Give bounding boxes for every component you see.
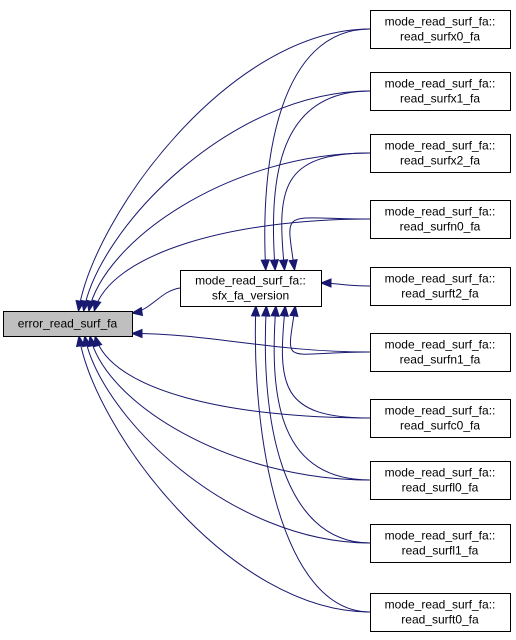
node-read-surfl0-fa-label-line-1: mode_read_surf_fa:: <box>385 466 496 480</box>
edge-n1-to-ver <box>289 305 371 355</box>
edge-t2-to-ver-arrowhead <box>319 278 332 288</box>
edge-ver-to-root-arrowhead <box>130 306 144 317</box>
edge-c0-to-root <box>94 335 371 419</box>
edge-c0-to-ver-arrowhead <box>279 304 289 317</box>
node-read-surfc0-fa-label-line-2: read_surfc0_fa <box>400 419 480 433</box>
node-read-surfl1-fa-box <box>370 524 511 563</box>
node-read-surfl1-fa-label-line-1: mode_read_surf_fa:: <box>385 529 496 543</box>
node-sfx-fa-version[interactable]: mode_read_surf_fa::sfx_fa_version <box>180 270 322 307</box>
node-read-surfx0-fa-box <box>370 10 511 49</box>
edge-n0-to-root <box>93 218 371 312</box>
edge-l1-to-ver-arrowhead <box>261 304 271 317</box>
node-read-surfx1-fa[interactable]: mode_read_surf_fa::read_surfx1_fa <box>370 72 511 111</box>
node-read-surfn1-fa-label-line-1: mode_read_surf_fa:: <box>385 338 496 352</box>
edge-t0-to-root <box>78 335 371 613</box>
node-read-surfn1-fa-box <box>370 333 511 372</box>
node-read-surfx1-fa-box <box>370 72 511 111</box>
node-read-surfx1-fa-label-line-1: mode_read_surf_fa:: <box>385 77 496 91</box>
edge-n0-to-root-arrowhead <box>92 299 102 313</box>
edge-n0-to-ver <box>289 217 371 271</box>
node-read-surft0-fa-box <box>370 593 511 632</box>
node-read-surfn0-fa-label-line-2: read_surfn0_fa <box>400 220 481 234</box>
node-read-surfx2-fa[interactable]: mode_read_surf_fa::read_surfx2_fa <box>370 134 511 173</box>
edge-l1-to-root-arrowhead <box>81 334 92 348</box>
edge-l1-to-root <box>84 335 371 544</box>
node-read-surfn0-fa-label-line-1: mode_read_surf_fa:: <box>385 205 496 219</box>
node-read-surft2-fa-label-line-2: read_surft2_fa <box>401 287 479 301</box>
node-sfx-fa-version-label-line-2: sfx_fa_version <box>212 289 289 303</box>
node-sfx-fa-version-label-line-1: mode_read_surf_fa:: <box>195 274 306 288</box>
edge-x0-to-ver <box>264 28 371 271</box>
edge-l0-to-ver-arrowhead <box>270 304 280 317</box>
node-read-surfn1-fa-label-line-2: read_surfn1_fa <box>400 353 481 367</box>
edge-l0-to-ver <box>273 305 371 481</box>
edge-x2-to-root <box>88 152 371 312</box>
edge-n1-to-root-arrowhead <box>130 328 143 339</box>
node-read-surfl0-fa[interactable]: mode_read_surf_fa::read_surfl0_fa <box>370 461 511 500</box>
node-read-surfx0-fa[interactable]: mode_read_surf_fa::read_surfx0_fa <box>370 10 511 49</box>
node-read-surft0-fa-label-line-2: read_surft0_fa <box>401 613 479 627</box>
node-read-surfn0-fa[interactable]: mode_read_surf_fa::read_surfn0_fa <box>370 200 511 239</box>
node-read-surfn0-fa-box <box>370 200 511 239</box>
edge-c0-to-ver <box>281 305 371 419</box>
node-read-surfc0-fa-label-line-1: mode_read_surf_fa:: <box>385 404 496 418</box>
node-read-surft0-fa-label-line-1: mode_read_surf_fa:: <box>385 598 496 612</box>
node-read-surfl0-fa-box <box>370 461 511 500</box>
edge-l1-to-ver <box>264 305 371 544</box>
node-read-surfx2-fa-box <box>370 134 511 173</box>
edge-x1-to-root <box>83 90 371 312</box>
node-read-surfx2-fa-label-line-1: mode_read_surf_fa:: <box>385 139 496 153</box>
node-read-surfc0-fa-box <box>370 399 511 438</box>
edges-layer <box>75 28 371 613</box>
nodes-layer: error_read_surf_famode_read_surf_fa::sfx… <box>3 10 511 632</box>
edge-x1-to-ver-arrowhead <box>269 259 280 272</box>
node-error-read-surf-fa-label-line-1: error_read_surf_fa <box>18 317 118 331</box>
node-error-read-surf-fa: error_read_surf_fa <box>3 311 133 337</box>
edge-x0-to-ver-arrowhead <box>260 259 270 272</box>
node-read-surfx1-fa-label-line-2: read_surfx1_fa <box>400 92 480 106</box>
node-read-surft0-fa[interactable]: mode_read_surf_fa::read_surft0_fa <box>370 593 511 632</box>
node-read-surft2-fa-label-line-1: mode_read_surf_fa:: <box>385 272 496 286</box>
node-sfx-fa-version-box <box>180 270 322 307</box>
edge-t0-to-root-arrowhead <box>75 334 86 348</box>
node-read-surfx0-fa-label-line-2: read_surfx0_fa <box>400 30 480 44</box>
node-read-surfl1-fa[interactable]: mode_read_surf_fa::read_surfl1_fa <box>370 524 511 563</box>
edge-n1-to-ver-arrowhead <box>289 304 299 318</box>
node-error-read-surf-fa-box <box>3 311 133 337</box>
node-read-surfl0-fa-label-line-2: read_surfl0_fa <box>402 481 479 495</box>
node-read-surfn1-fa[interactable]: mode_read_surf_fa::read_surfn1_fa <box>370 333 511 372</box>
edge-x1-to-ver <box>273 90 371 271</box>
node-read-surft2-fa[interactable]: mode_read_surf_fa::read_surft2_fa <box>370 267 511 306</box>
node-read-surfc0-fa[interactable]: mode_read_surf_fa::read_surfc0_fa <box>370 399 511 438</box>
edge-l0-to-root <box>89 335 371 481</box>
edge-x0-to-root <box>77 28 371 312</box>
edge-n1-to-root <box>131 333 371 353</box>
node-read-surfl1-fa-label-line-2: read_surfl1_fa <box>402 544 479 558</box>
node-read-surft2-fa-box <box>370 267 511 306</box>
node-read-surfx0-fa-label-line-1: mode_read_surf_fa:: <box>385 15 496 29</box>
node-read-surfx2-fa-label-line-2: read_surfx2_fa <box>400 154 480 168</box>
edge-t0-to-ver-arrowhead <box>250 304 261 317</box>
edge-n0-to-ver-arrowhead <box>288 258 298 272</box>
edge-x2-to-ver-arrowhead <box>278 259 289 272</box>
edge-x2-to-ver <box>281 152 371 271</box>
edge-t0-to-ver <box>254 305 371 613</box>
